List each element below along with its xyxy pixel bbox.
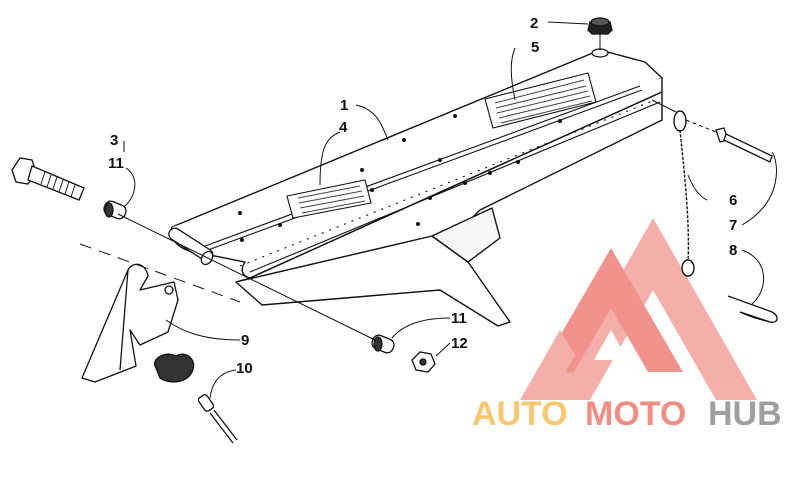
tether-pin (153, 353, 238, 444)
bushing-right (371, 334, 395, 354)
clevis-pin (715, 127, 773, 163)
cover-guard-side (431, 207, 501, 263)
retaining-cable (673, 110, 695, 277)
callout-1: 1 (340, 97, 348, 114)
callout-4: 4 (339, 119, 348, 136)
callout-2: 2 (530, 15, 538, 32)
callout-10: 10 (236, 360, 253, 377)
callout-9: 9 (241, 332, 249, 349)
watermark-hub: HUB (708, 395, 782, 433)
callout-7: 7 (729, 217, 737, 234)
watermark-auto: AUTO (472, 395, 568, 433)
callout-8: 8 (729, 242, 737, 259)
watermark-logo (520, 218, 757, 400)
callout-11-left: 11 (108, 155, 124, 172)
callout-12: 12 (451, 335, 468, 352)
warning-decal-4 (286, 179, 372, 219)
watermark-text: AUTO MOTO HUB (472, 395, 782, 433)
callout-5: 5 (531, 39, 539, 56)
bushing-left (103, 200, 127, 220)
callout-11-right: 11 (451, 310, 467, 327)
callout-labels: 1 4 2 5 3 11 6 7 8 9 10 11 12 (108, 15, 737, 377)
lock-nut (411, 351, 436, 373)
watermark-moto: MOTO (585, 395, 686, 433)
callout-6: 6 (729, 192, 737, 209)
hair-pin-clip (727, 295, 778, 323)
bolt (11, 157, 85, 201)
mount-bracket (81, 263, 179, 383)
leader-lines (123, 21, 777, 399)
callout-3: 3 (110, 132, 118, 149)
alignment-lines (79, 33, 717, 341)
warning-decal-5 (484, 72, 597, 129)
plug-grommet (587, 17, 613, 58)
rivets (238, 114, 562, 242)
